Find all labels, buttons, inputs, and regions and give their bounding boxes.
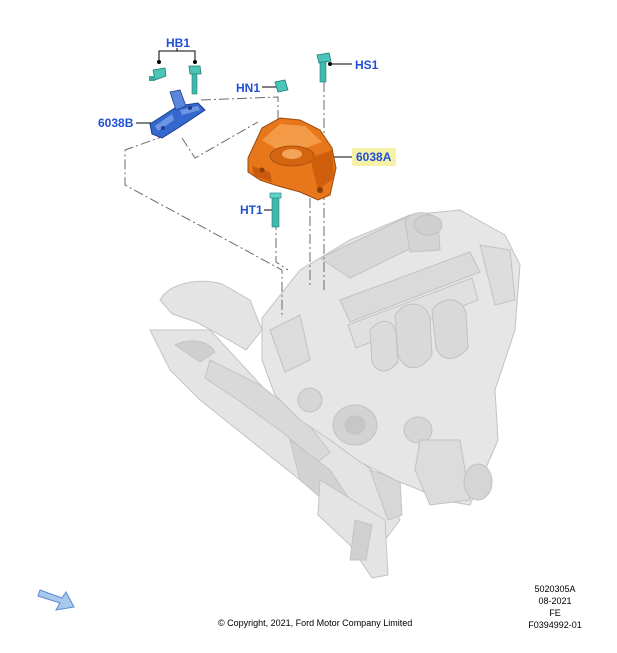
callout-6038a: 6038A [356, 150, 392, 164]
callout-hn1: HN1 [236, 81, 261, 95]
figure-code: 5020305A [534, 584, 576, 594]
fastener-hs1 [316, 52, 332, 83]
figure-metadata: 5020305A 08-2021 FE F0394992-01 [510, 583, 600, 631]
fastener-ht1 [269, 192, 282, 228]
figure-number: F0394992-01 [528, 620, 582, 630]
fastener-hb1-left [149, 67, 167, 81]
figure-region: FE [549, 608, 561, 618]
engine-mount-6038a [247, 117, 337, 201]
callout-6038b: 6038B [98, 116, 134, 130]
callout-ht1: HT1 [240, 203, 263, 217]
fastener-hn1 [274, 79, 289, 93]
copyright-notice: © Copyright, 2021, Ford Motor Company Li… [218, 618, 413, 628]
callout-hb1: HB1 [166, 36, 191, 50]
subframe-illustration [149, 280, 403, 579]
callout-6038a-highlight [352, 148, 396, 166]
fastener-hb1-right [188, 65, 202, 95]
figure-date: 08-2021 [538, 596, 572, 606]
callout-hs1: HS1 [355, 58, 379, 72]
bracket-6038b [149, 89, 206, 139]
front-direction-arrow-icon [37, 589, 75, 611]
engine-illustration [261, 209, 521, 506]
